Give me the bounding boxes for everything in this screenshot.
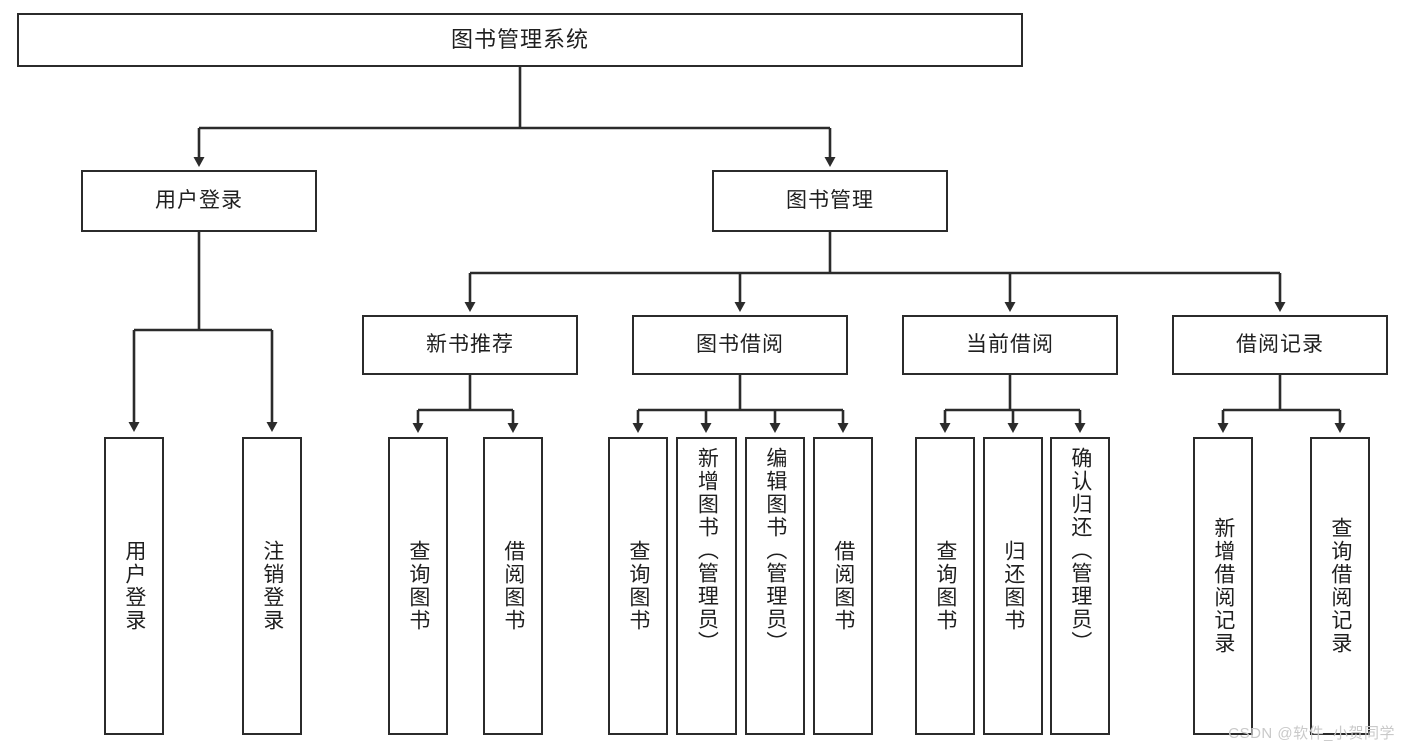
leaf-label: 查询图书	[933, 540, 957, 632]
node-current-borrow[interactable]: 当前借阅	[902, 315, 1118, 375]
leaf-confirm-return-admin[interactable]: 确认归还（管理员）	[1050, 437, 1110, 735]
node-label: 当前借阅	[966, 333, 1054, 357]
leaf-label: 编辑图书（管理员）	[763, 447, 787, 654]
leaf-user-login[interactable]: 用户登录	[104, 437, 164, 735]
node-root[interactable]: 图书管理系统	[17, 13, 1023, 67]
leaf-borrow-book[interactable]: 借阅图书	[813, 437, 873, 735]
leaf-query-book-current[interactable]: 查询图书	[915, 437, 975, 735]
node-borrow-records[interactable]: 借阅记录	[1172, 315, 1388, 375]
node-label: 借阅记录	[1236, 333, 1324, 357]
leaf-return-book[interactable]: 归还图书	[983, 437, 1043, 735]
node-label: 图书管理	[786, 189, 874, 213]
leaf-label: 借阅图书	[501, 540, 525, 632]
leaf-label: 借阅图书	[831, 540, 855, 632]
node-label: 新书推荐	[426, 333, 514, 357]
node-book-management[interactable]: 图书管理	[712, 170, 948, 232]
node-user-login[interactable]: 用户登录	[81, 170, 317, 232]
watermark: CSDN @软件_小贺同学	[1228, 725, 1395, 742]
leaf-label: 归还图书	[1001, 540, 1025, 632]
leaf-query-borrow-record[interactable]: 查询借阅记录	[1310, 437, 1370, 735]
node-label: 图书管理系统	[450, 26, 589, 52]
leaf-label: 新增借阅记录	[1211, 517, 1235, 655]
leaf-label: 查询图书	[626, 540, 650, 632]
node-new-book-recommend[interactable]: 新书推荐	[362, 315, 578, 375]
leaf-borrow-book-recommend[interactable]: 借阅图书	[483, 437, 543, 735]
node-book-borrow[interactable]: 图书借阅	[632, 315, 848, 375]
leaf-label: 确认归还（管理员）	[1068, 447, 1092, 654]
leaf-edit-book-admin[interactable]: 编辑图书（管理员）	[745, 437, 805, 735]
leaf-label: 新增图书（管理员）	[695, 447, 719, 654]
leaf-label: 查询借阅记录	[1328, 517, 1352, 655]
leaf-label: 注销登录	[260, 540, 284, 632]
leaf-query-book-recommend[interactable]: 查询图书	[388, 437, 448, 735]
node-label: 图书借阅	[696, 333, 784, 357]
leaf-add-borrow-record[interactable]: 新增借阅记录	[1193, 437, 1253, 735]
leaf-label: 用户登录	[122, 540, 146, 632]
leaf-query-book-borrow[interactable]: 查询图书	[608, 437, 668, 735]
leaf-add-book-admin[interactable]: 新增图书（管理员）	[676, 437, 737, 735]
node-label: 用户登录	[155, 189, 243, 213]
leaf-label: 查询图书	[406, 540, 430, 632]
leaf-logout[interactable]: 注销登录	[242, 437, 302, 735]
